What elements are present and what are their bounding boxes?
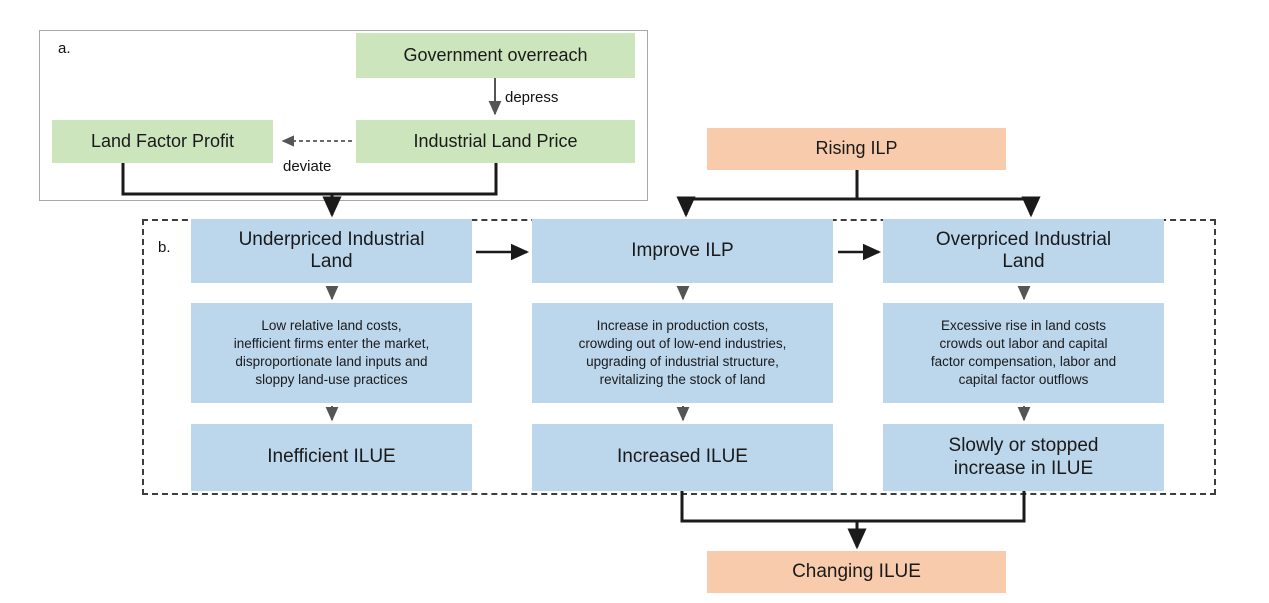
rising-ilp-left-leg: [676, 196, 857, 218]
overpriced-industrial-land-box: Overpriced Industrial Land: [883, 219, 1164, 283]
underpriced-head-line-1: Underpriced Industrial: [238, 228, 425, 250]
improve-detail-line-4: revitalizing the stock of land: [599, 372, 766, 388]
improve-detail-line-1: Increase in production costs,: [596, 317, 769, 333]
panel-a-merge-connector: [121, 163, 342, 218]
underpriced-detail-line-4: sloppy land-use practices: [255, 372, 408, 388]
overpriced-detail-line-3: factor compensation, labor and: [930, 354, 1117, 369]
panel-a-frame: [39, 30, 648, 201]
inefficient-ilue-box: Inefficient ILUE: [191, 424, 472, 491]
depress-edge-label: depress: [505, 89, 559, 106]
underpriced-detail-line-3: disproportionate land inputs and: [235, 354, 428, 369]
underpriced-detail-box: Low relative land costs, inefficient fir…: [191, 303, 472, 403]
improve-ilp-head-line-1: Improve ILP: [631, 239, 734, 261]
changing-ilue-label: Changing ILUE: [792, 560, 921, 582]
overpriced-head-line-1: Overpriced Industrial: [935, 228, 1112, 250]
overpriced-head-line-2: Land: [1002, 251, 1045, 272]
slowly-stopped-line-2: increase in ILUE: [953, 457, 1094, 479]
rising-ilp-label: Rising ILP: [815, 138, 898, 159]
ilue-merge-right-leg: [857, 491, 1026, 523]
improve-detail-line-2: crowding out of low-end industries,: [578, 335, 787, 351]
government-overreach-label: Government overreach: [403, 44, 588, 65]
industrial-land-price-label: Industrial Land Price: [413, 130, 578, 151]
increased-ilue-label: Increased ILUE: [617, 446, 748, 468]
underpriced-industrial-land-box: Underpriced Industrial Land: [191, 219, 472, 283]
deviate-edge-label: deviate: [283, 158, 332, 175]
panel-b-label: b.: [158, 239, 171, 256]
industrial-land-price-box: Industrial Land Price: [356, 120, 635, 163]
overpriced-detail-line-1: Excessive rise in land costs: [940, 317, 1107, 333]
overpriced-detail-line-2: crowds out labor and capital: [939, 335, 1108, 351]
changing-ilue-box: Changing ILUE: [707, 551, 1006, 593]
slowly-stopped-ilue-box: Slowly or stopped increase in ILUE: [883, 424, 1164, 491]
improve-ilp-detail-box: Increase in production costs, crowding o…: [532, 303, 833, 403]
inefficient-ilue-label: Inefficient ILUE: [267, 446, 396, 468]
increased-ilue-box: Increased ILUE: [532, 424, 833, 491]
rising-ilp-box: Rising ILP: [707, 128, 1006, 170]
land-factor-profit-label: Land Factor Profit: [90, 130, 235, 151]
rising-ilp-right-leg: [857, 196, 1041, 218]
panel-a-label: a.: [58, 40, 71, 57]
overpriced-detail-box: Excessive rise in land costs crowds out …: [883, 303, 1164, 403]
underpriced-head-line-2: Land: [310, 251, 353, 272]
overpriced-detail-line-4: capital factor outflows: [958, 372, 1089, 388]
land-factor-profit-box: Land Factor Profit: [52, 120, 273, 163]
panel-a-merge-right-leg: [332, 163, 498, 196]
underpriced-detail-line-1: Low relative land costs,: [261, 317, 402, 333]
improve-detail-line-3: upgrading of industrial structure,: [586, 354, 779, 369]
improve-ilp-box: Improve ILP: [532, 219, 833, 283]
underpriced-detail-line-2: inefficient firms enter the market,: [233, 335, 430, 351]
government-overreach-box: Government overreach: [356, 33, 635, 78]
slowly-stopped-line-1: Slowly or stopped: [948, 435, 1099, 457]
ilue-merge-left-leg: [680, 491, 857, 523]
